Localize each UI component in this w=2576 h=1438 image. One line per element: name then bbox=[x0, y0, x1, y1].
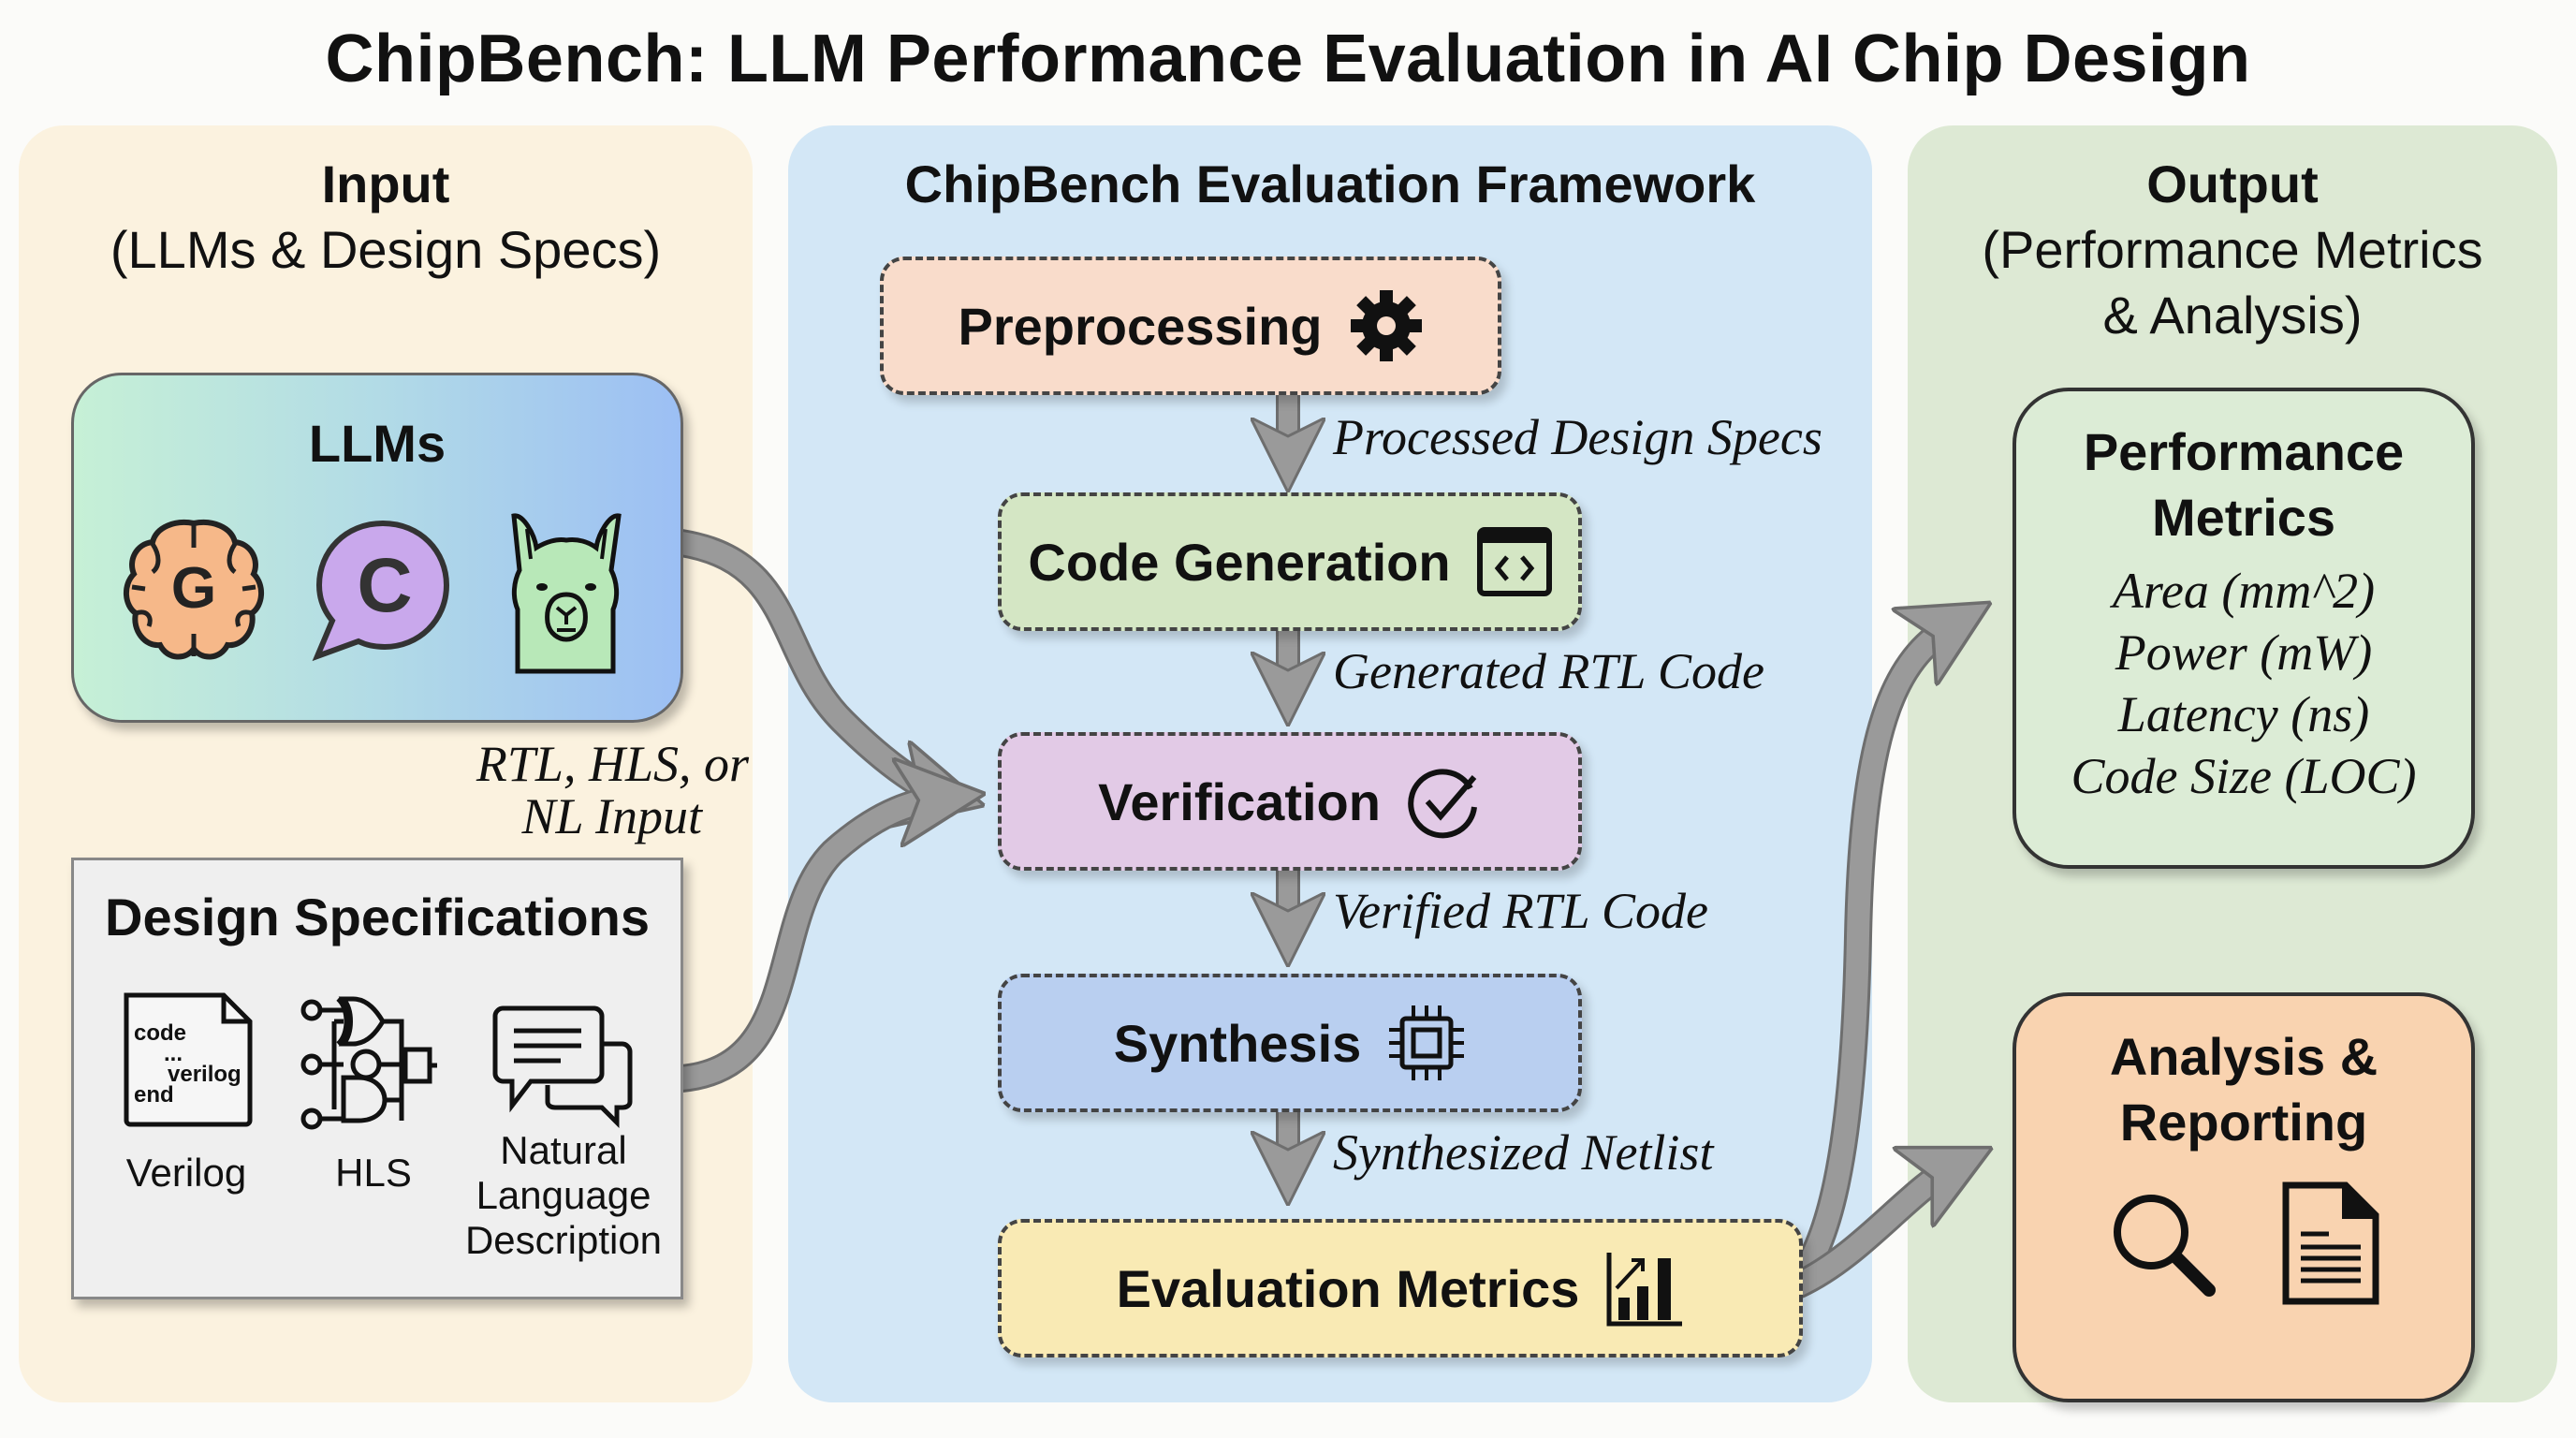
gear-icon bbox=[1350, 290, 1422, 361]
metric-area: Area (mm^2) bbox=[2112, 563, 2376, 619]
stage-label: Synthesis bbox=[1113, 1013, 1362, 1073]
stage-code-generation[interactable]: Code Generation bbox=[998, 492, 1582, 631]
design-specs-title: Design Specifications bbox=[105, 888, 650, 946]
file-line: end bbox=[134, 1082, 174, 1108]
stage-label: Code Generation bbox=[1028, 532, 1451, 592]
output-heading: Output (Performance Metrics & Analysis) bbox=[1908, 152, 2557, 348]
file-line: code bbox=[134, 1020, 187, 1046]
hls-label: HLS bbox=[335, 1151, 412, 1195]
nl-label-line: Description bbox=[464, 1218, 663, 1262]
edge-label-verified-rtl: Verified RTL Code bbox=[1333, 883, 1709, 939]
stage-verification[interactable]: Verification bbox=[998, 732, 1582, 871]
file-line: ... bbox=[164, 1041, 183, 1066]
performance-metrics-box: Performance Metrics Area (mm^2) Power (m… bbox=[2012, 388, 2475, 869]
analysis-reporting-box: Analysis & Reporting bbox=[2012, 992, 2475, 1402]
natural-language-label: Natural Language Description bbox=[446, 1128, 681, 1263]
verilog-file-icon: code ... verilog end bbox=[121, 991, 254, 1127]
brain-g-icon: G bbox=[124, 520, 264, 660]
input-edge-label-line2: NL Input bbox=[521, 788, 702, 844]
magnifier-icon bbox=[2114, 1195, 2216, 1297]
llms-box: LLMs G C bbox=[71, 373, 683, 723]
chat-bubbles-icon bbox=[492, 1005, 633, 1129]
output-subheading-line1: (Performance Metrics bbox=[1982, 220, 2483, 279]
analysis-title-line2: Reporting bbox=[2119, 1093, 2368, 1152]
document-icon bbox=[2282, 1181, 2379, 1305]
metric-code-size: Code Size (LOC) bbox=[2071, 748, 2417, 804]
output-heading-title: Output bbox=[2146, 154, 2319, 213]
nl-label-line: Natural bbox=[500, 1128, 627, 1172]
framework-heading: ChipBench Evaluation Framework bbox=[904, 154, 1756, 213]
bar-chart-icon bbox=[1606, 1253, 1683, 1327]
svg-text:G: G bbox=[171, 556, 216, 621]
edge-label-processed-specs: Processed Design Specs bbox=[1333, 409, 1822, 465]
stage-label: Preprocessing bbox=[958, 296, 1323, 356]
input-edge-label-line1: RTL, HLS, or bbox=[476, 736, 749, 792]
metric-latency: Latency (ns) bbox=[2117, 686, 2370, 742]
logic-gates-icon bbox=[300, 996, 437, 1130]
verilog-label: Verilog bbox=[125, 1151, 247, 1195]
design-specifications-box: Design Specifications code ... verilog e… bbox=[71, 858, 683, 1299]
performance-title-line1: Performance bbox=[2083, 422, 2405, 481]
stage-evaluation-metrics[interactable]: Evaluation Metrics bbox=[998, 1219, 1803, 1357]
code-window-icon bbox=[1476, 527, 1552, 596]
output-subheading-line2: & Analysis) bbox=[2102, 286, 2363, 345]
stage-synthesis[interactable]: Synthesis bbox=[998, 974, 1582, 1112]
metric-power: Power (mW) bbox=[2115, 624, 2373, 681]
file-line: verilog bbox=[168, 1062, 242, 1087]
input-heading-title: Input bbox=[321, 154, 450, 213]
check-circle-icon bbox=[1408, 769, 1477, 839]
analysis-title-line1: Analysis & bbox=[2109, 1027, 2378, 1086]
edge-label-generated-rtl: Generated RTL Code bbox=[1333, 643, 1764, 699]
chip-icon bbox=[1389, 1005, 1465, 1080]
input-heading: Input (LLMs & Design Specs) bbox=[19, 152, 753, 283]
performance-title-line2: Metrics bbox=[2151, 488, 2336, 547]
input-subheading: (LLMs & Design Specs) bbox=[110, 220, 662, 279]
stage-label: Evaluation Metrics bbox=[1116, 1258, 1580, 1318]
chat-c-icon: C bbox=[312, 520, 450, 662]
edge-label-synthesized-netlist: Synthesized Netlist bbox=[1333, 1124, 1714, 1181]
llms-title: LLMs bbox=[308, 414, 446, 473]
page-title: ChipBench: LLM Performance Evaluation in… bbox=[325, 22, 2251, 96]
svg-text:C: C bbox=[357, 543, 412, 628]
nl-label-line: Language bbox=[476, 1173, 651, 1217]
llama-icon bbox=[511, 513, 622, 674]
stage-preprocessing[interactable]: Preprocessing bbox=[880, 257, 1501, 395]
input-edge-label: RTL, HLS, or NL Input bbox=[412, 738, 749, 843]
stage-label: Verification bbox=[1098, 771, 1381, 831]
